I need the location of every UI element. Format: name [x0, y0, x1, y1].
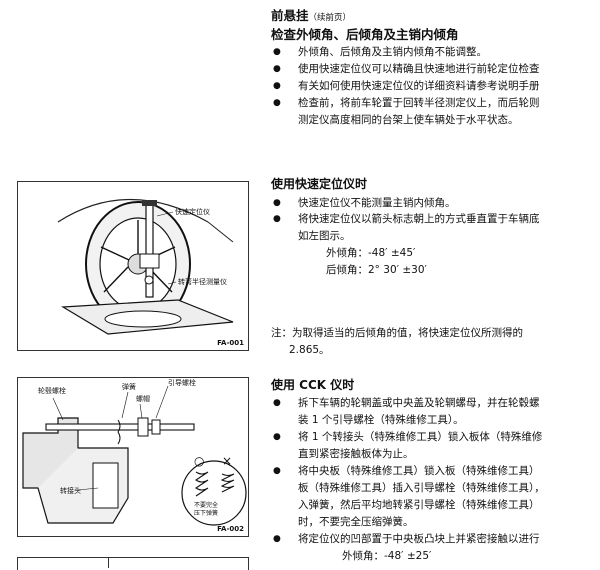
spec-camber: 外倾角：-48′ ±25′ — [342, 550, 432, 562]
list-item: 拆下车辆的轮辋盖或中央盖及轮辋螺母，并在轮毂螺 — [298, 397, 540, 409]
label-adapter: 转接头 — [60, 487, 81, 495]
figure-code: FA-001 — [217, 339, 244, 347]
bullet-icon: ● — [273, 534, 281, 544]
bullet-icon: ● — [273, 64, 281, 74]
bullet-icon: ● — [273, 466, 281, 476]
figure-partial — [17, 557, 249, 570]
list-item: 外倾角、后倾角及主销内倾角不能调整。 — [298, 46, 487, 58]
list-item-continuation: 直到紧密接触板体为止。 — [298, 448, 414, 460]
note-line: 2.865。 — [289, 344, 330, 356]
section-heading: 使用快速定位仪时 — [271, 177, 368, 191]
section-heading: 使用 CCK 仪时 — [271, 378, 355, 392]
bullet-icon: ● — [273, 198, 281, 208]
list-item: 检查前，将前车轮置于回转半径测定仪上，而后轮则 — [298, 97, 540, 109]
label-hub-bolt: 轮毂螺栓 — [38, 387, 66, 395]
ok-mark-icon: ○ — [194, 454, 205, 468]
wheel-gauge-illustration — [57, 199, 234, 335]
list-item: 将中央板（特殊维修工具）锁入板（特殊维修工具） — [298, 465, 540, 477]
figure-cck-gauge: 轮毂螺栓 弹簧 螺帽 引导螺栓 转接头 ○ × 不要完全 压下弹簧 FA-002 — [17, 377, 249, 537]
list-item-continuation: 板（特殊维修工具）插入引导螺栓（特殊维修工具）， — [298, 482, 545, 494]
bullet-icon: ● — [273, 432, 281, 442]
label-nut: 螺帽 — [136, 395, 150, 403]
bullet-icon: ● — [273, 47, 281, 57]
list-item: 使用快速定位仪可以精确且快速地进行前轮定位检查 — [298, 63, 540, 75]
label-guide-bolt: 引导螺栓 — [168, 379, 196, 387]
list-item-continuation: 装 1 个引导螺栓（特殊维修工具）。 — [298, 414, 464, 426]
page-title: 前悬挂（续前页） — [271, 8, 351, 26]
list-item: 有关如何使用快速定位仪的详细资料请参考说明手册 — [298, 80, 540, 92]
list-item-continuation: 时，不要完全压缩弹簧。 — [298, 516, 414, 528]
title-text: 前悬挂 — [271, 8, 309, 23]
bullet-icon: ● — [273, 81, 281, 91]
figure-quick-gauge: 快速定位仪 转弯半径测量仪 FA-001 — [17, 181, 249, 351]
bullet-icon: ● — [273, 214, 281, 224]
ng-mark-icon: × — [222, 454, 233, 468]
bullet-icon: ● — [273, 398, 281, 408]
section-title: 检查外倾角、后倾角及主销内倾角 — [271, 27, 459, 42]
spec-camber: 外倾角：-48′ ±45′ — [326, 247, 416, 259]
label-quick-gauge: 快速定位仪 — [175, 208, 210, 216]
note-line: 注：为取得适当的后倾角的值，将快速定位仪所测得的 — [271, 327, 523, 339]
list-item: 将 1 个转接头（特殊维修工具）锁入板体（特殊维修 — [298, 431, 543, 443]
list-item-continuation: 测定仪高度相同的台架上使车辆处于水平状态。 — [298, 114, 519, 126]
divider — [108, 558, 109, 568]
list-item: 快速定位仪不能测量主销内倾角。 — [298, 197, 456, 209]
cck-assembly-illustration — [22, 385, 247, 526]
list-item-continuation: 入弹簧，然后平均地转紧引导螺栓（特殊维修工具） — [298, 499, 540, 511]
label-spring-note: 不要完全 压下弹簧 — [194, 502, 219, 517]
list-item-continuation: 如左图示。 — [298, 230, 351, 242]
list-item: 将快速定位仪以箭头标志朝上的方式垂直置于车辆底 — [298, 213, 540, 225]
bullet-icon: ● — [273, 98, 281, 108]
figure-code: FA-002 — [217, 525, 244, 533]
label-turning-radius: 转弯半径测量仪 — [178, 278, 227, 286]
spec-caster: 后倾角：2° 30′ ±30′ — [326, 264, 427, 276]
list-item: 将定位仪的凹部置于中央板凸块上并紧密接触以进行 — [298, 533, 540, 545]
title-suffix: （续前页） — [308, 13, 352, 23]
label-spring: 弹簧 — [122, 383, 136, 391]
